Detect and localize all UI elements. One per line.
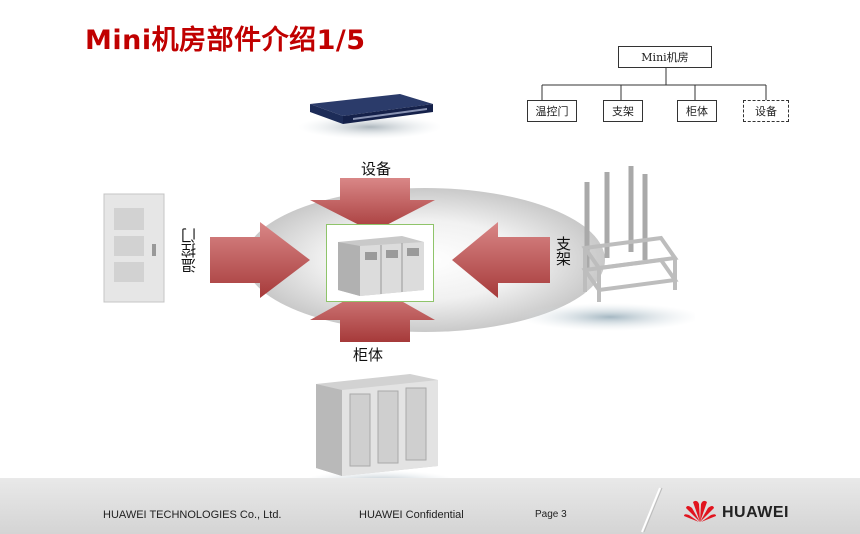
door-image (103, 193, 165, 303)
tree-node-cabinet: 柜体 (677, 100, 717, 122)
arrow-right (452, 222, 550, 298)
tree-node-equipment: 设备 (743, 100, 789, 122)
footer-divider (641, 487, 663, 533)
label-cabinet: 柜体 (353, 346, 384, 364)
huawei-brand-text: HUAWEI (722, 504, 789, 521)
label-rack: 支架 (554, 236, 572, 266)
footer-confidential: HUAWEI Confidential (359, 509, 464, 521)
tree-node-door: 温控门 (527, 100, 577, 122)
arrow-bottom (310, 285, 435, 342)
mini-room-image (338, 236, 424, 296)
arrow-left (210, 222, 310, 298)
arrow-top (310, 178, 435, 232)
tree-connectors (541, 66, 767, 100)
tree-node-rack: 支架 (603, 100, 643, 122)
cabinet-image (302, 374, 450, 494)
footer-bar (0, 478, 860, 534)
footer-page: Page 3 (535, 509, 567, 520)
tree-root-box: Mini机房 (618, 46, 712, 68)
equipment-image (298, 94, 442, 139)
rack-image (520, 166, 695, 331)
label-equipment: 设备 (361, 160, 392, 178)
slide-title: Mini机房部件介绍1/5 (85, 25, 366, 56)
footer-company: HUAWEI TECHNOLOGIES Co., Ltd. (103, 509, 282, 521)
huawei-logo-icon (684, 500, 716, 522)
label-door: 温控门 (180, 228, 198, 273)
